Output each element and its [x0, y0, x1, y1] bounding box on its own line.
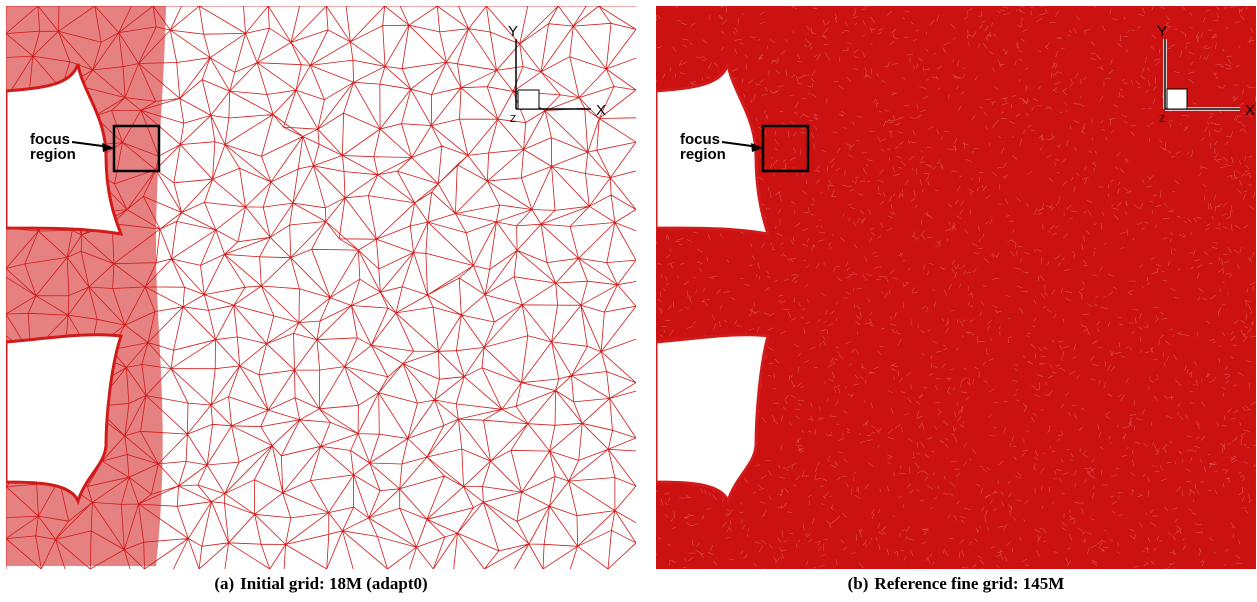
callout-label-line2: region [680, 146, 726, 163]
dense-mesh-fill [656, 6, 1256, 569]
axis-x-label: X [596, 102, 606, 119]
axis-z-label: Z [1159, 114, 1165, 125]
body-cutout-lower [656, 333, 770, 506]
axis-y-label: Y [508, 23, 518, 40]
caption-initial-grid: (a) Initial grid: 18M (adapt0) [6, 572, 636, 596]
axis-triad: Y X Z [1157, 23, 1255, 125]
mesh-plot-initial: focus region Y X Z [6, 6, 636, 569]
body-cutout-upper [656, 63, 771, 236]
focus-region-box [761, 124, 810, 173]
callout-label-line1: focus [30, 131, 70, 148]
axis-x-label: X [1245, 102, 1255, 119]
mesh-plot-reference: focus region Y X Z [656, 6, 1256, 569]
axis-y-label: Y [1157, 23, 1167, 40]
caption-text: Reference fine grid: 145M [874, 574, 1065, 593]
body-cutout-lower [6, 333, 123, 506]
mesh-panel-reference-grid: focus region Y X Z [656, 6, 1257, 569]
body-cutout-upper [6, 63, 124, 236]
mesh-panel-initial-grid: focus region Y X Z [6, 6, 636, 569]
axis-z-label: Z [510, 114, 516, 125]
caption-reference-grid: (b) Reference fine grid: 145M [656, 572, 1256, 596]
callout-label-line1: focus [680, 131, 720, 148]
caption-text: Initial grid: 18M (adapt0) [240, 574, 428, 593]
axis-triad: Y X Z [508, 23, 606, 125]
focus-region-callout: focus region [680, 131, 763, 163]
focus-region-box [112, 124, 161, 173]
caption-letter: (b) [847, 574, 869, 593]
callout-label-line2: region [30, 146, 76, 163]
focus-region-callout: focus region [30, 131, 114, 163]
caption-letter: (a) [214, 574, 235, 593]
